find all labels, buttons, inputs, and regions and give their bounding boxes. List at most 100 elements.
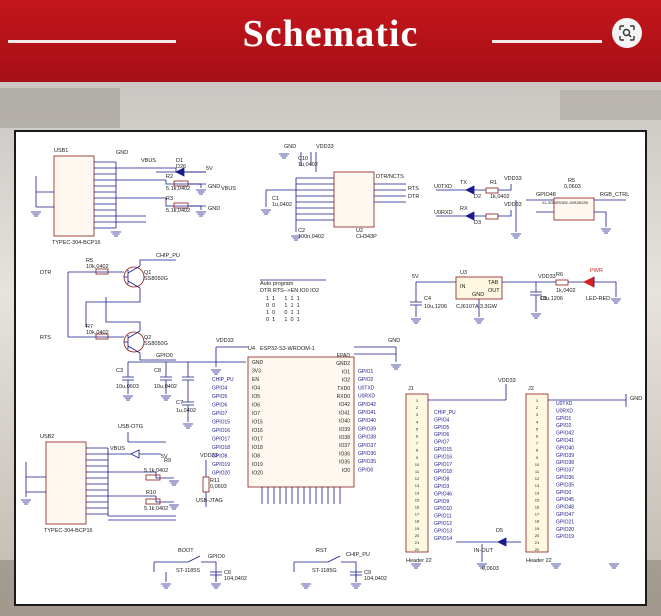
auto-program-row: 1 0 0 1 1 [266, 310, 300, 316]
j1-pin-net: GPIO18 [434, 469, 452, 475]
u4-right-pin: IO37 [339, 443, 350, 449]
auto-program-row: 0 0 1 1 1 [266, 303, 300, 309]
j2-pin-net: GPIO47 [556, 512, 574, 518]
u0txd-net: U0TXD [434, 184, 452, 190]
ground-symbol [21, 499, 31, 505]
d2-ref: D2 [474, 194, 481, 200]
r5-ref: R5 [86, 258, 93, 264]
j1-pin-net: GPIO11 [434, 514, 452, 520]
vdd33-net: VDD33 [200, 453, 218, 459]
u4-left-pin: 3V3 [252, 369, 261, 375]
c3-value: 10u,0603 [116, 384, 139, 390]
u4-left-pin: IO20 [252, 471, 263, 477]
ground-symbol [531, 313, 541, 319]
5v-net: 5V [161, 454, 168, 460]
u4-left-pin: IO19 [252, 462, 263, 468]
vdd33-net: VDD33 [504, 176, 522, 182]
rts-net: RTS [408, 186, 419, 192]
r9-value: 5.1k,0402 [144, 468, 168, 474]
j2-pin-number: 8 [536, 448, 539, 453]
auto-program-row: 1 1 1 1 1 [266, 296, 300, 302]
ground-symbol [196, 211, 206, 217]
pwr-label: PWR [590, 268, 603, 274]
u4-right-net: GPIO0 [358, 467, 374, 473]
ground-symbol [511, 233, 521, 239]
j1-pin-number: 20 [415, 533, 420, 538]
ground-symbol [261, 209, 271, 215]
vdd33-net: VDD33 [538, 274, 556, 280]
j2-pin-number: 2 [536, 405, 539, 410]
u4-right-net: GPIO40 [358, 418, 376, 424]
r1-ref: R1 [490, 180, 497, 186]
page-title: Schematic [242, 13, 419, 55]
u4-right-net: GPIO35 [358, 459, 376, 465]
ground-symbol [609, 563, 619, 569]
vdd33-net: VDD33 [216, 338, 234, 344]
u4-left-pin: IO4 [252, 386, 260, 392]
j2-pin-net: GPIO42 [556, 431, 574, 437]
d26-ref: D26 [176, 164, 186, 170]
lens-search-icon [619, 25, 635, 41]
ground-symbol [123, 395, 133, 401]
u3-tab-pin: TAB [488, 280, 499, 286]
j2-pin-net: GPIO40 [556, 445, 574, 451]
j1-pin-net: CHIP_PU [434, 410, 456, 416]
j1-pin-net: GPIO12 [434, 521, 452, 527]
u4-left-net: GPIO19 [212, 462, 230, 468]
auto-program-row: 0 1 1 0 1 [266, 317, 300, 323]
u4-left-net: GPIO17 [212, 437, 230, 443]
u4-left-net: GPIO18 [212, 445, 230, 451]
d5-ref: D5 [496, 528, 503, 534]
u4-left-net: GPIO6 [212, 403, 228, 409]
ground-symbol [169, 504, 179, 510]
u4-right-net: GPIO36 [358, 451, 376, 457]
r2-ref: R2 [166, 174, 173, 180]
tx-label: TX [460, 180, 467, 186]
title-banner: Schematic [0, 0, 661, 82]
chip-pu-net: CHIP_PU [156, 253, 180, 259]
c2-value: 100n,0402 [298, 234, 324, 240]
j1-pin-number: 3 [416, 412, 419, 417]
5v-net: 5V [206, 166, 213, 172]
u4-left-net: GPIO5 [212, 394, 228, 400]
gnd-net: GND [208, 206, 220, 212]
c4-value: 10u,1206 [424, 304, 447, 310]
gpio48-net: GPIO48 [536, 192, 556, 198]
vbus-net: VBUS [141, 158, 156, 164]
sw1-part: ST-1185S [176, 568, 200, 574]
j2-pin-number: 4 [536, 419, 539, 424]
u4-right-net: GPIO39 [358, 426, 376, 432]
in-out-label: IN-OUT [474, 548, 494, 554]
visual-search-button[interactable] [612, 18, 642, 48]
r6-ref: R6 [556, 272, 563, 278]
u4-left-pin: IO5 [252, 394, 260, 400]
j1-pin-number: 5 [416, 426, 419, 431]
u4-right-pin: IO1 [342, 369, 350, 375]
r6-value: 1k,0402 [556, 288, 576, 294]
u4-right-net: GPIO37 [358, 443, 376, 449]
u4-left-net: GPIO7 [212, 411, 228, 417]
j1-pin-number: 4 [416, 419, 419, 424]
q1-ref: Q1 [144, 270, 151, 276]
j1-pin-net: GPIO4 [434, 417, 450, 423]
ground-symbol [291, 235, 301, 241]
u4-right-pin: IO41 [339, 410, 350, 416]
ground-symbol [474, 318, 484, 324]
dtr-net: DTR [40, 270, 51, 276]
j1-pin-number: 12 [415, 476, 420, 481]
c7-value: 1u,0402 [176, 408, 196, 414]
u4-right-pin: GND2 [336, 361, 350, 367]
rts-net: RTS [40, 335, 51, 341]
q1-part: SS8050G [144, 276, 168, 282]
r5b-ref: R5 [568, 178, 575, 184]
r7-value: 10k,0402 [86, 330, 109, 336]
u4-left-pin: GND [252, 360, 264, 366]
r10-ref: R10 [146, 490, 156, 496]
j1-pin-number: 7 [416, 441, 419, 446]
ground-symbol [411, 563, 421, 569]
c7-ref: C7 [176, 400, 183, 406]
j2-pin-net: GPIO37 [556, 468, 574, 474]
r5b-value: 0,0603 [564, 184, 581, 190]
usb1-ref: USB1 [54, 148, 68, 154]
